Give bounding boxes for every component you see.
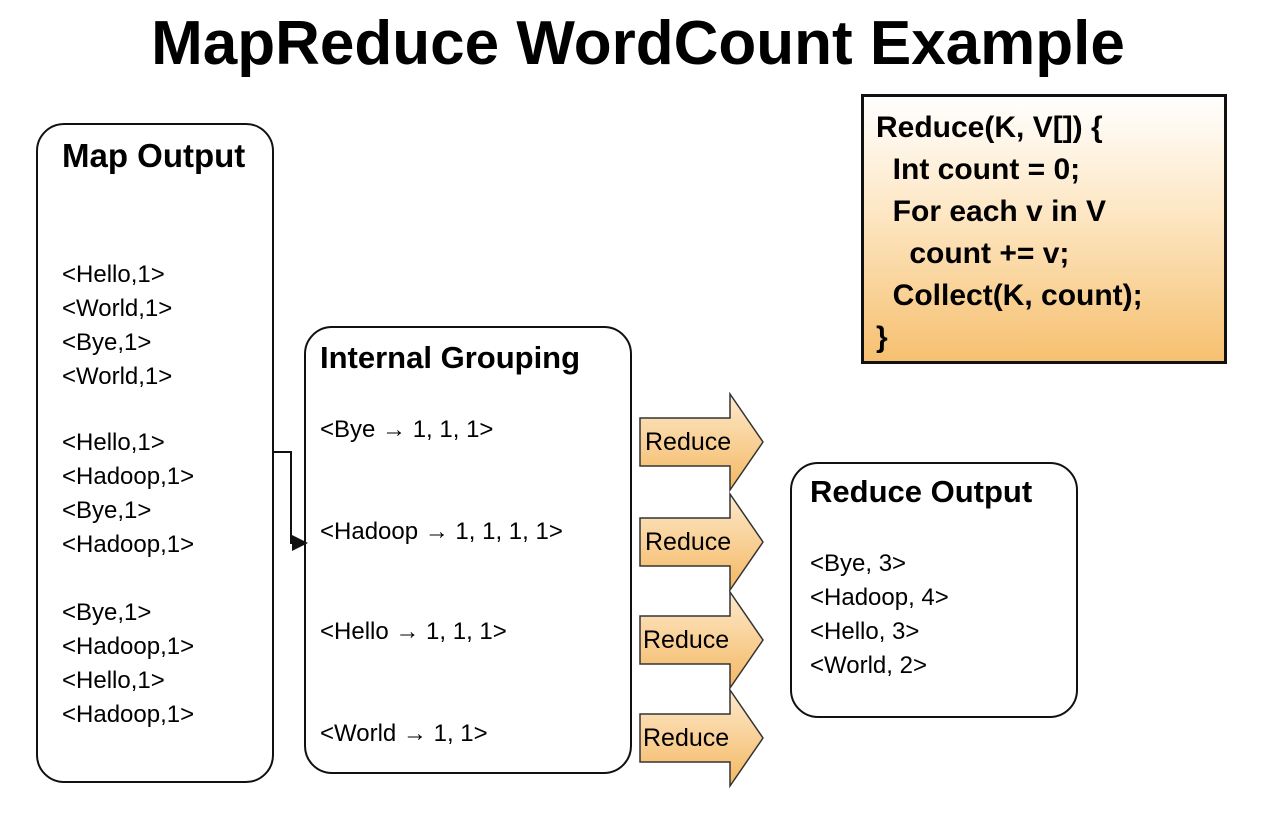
reduce-arrow-shape <box>639 687 764 789</box>
reduce-output-box: Reduce Output <Bye, 3> <Hadoop, 4> <Hell… <box>790 462 1078 718</box>
map-output-line: <Bye,1> <box>62 329 152 356</box>
map-output-line: <Bye,1> <box>62 599 152 626</box>
map-output-line: <Hadoop,1> <box>62 701 195 728</box>
map-output-line: <Hadoop,1> <box>62 463 195 490</box>
map-output-line: <Bye,1> <box>62 497 152 524</box>
reduce-arrow-shape <box>639 589 764 691</box>
map-output-title: Map Output <box>62 137 246 174</box>
internal-grouping-title: Internal Grouping <box>320 340 581 375</box>
map-output-line: <World,1> <box>62 363 173 390</box>
reduce-output-row: <Bye, 3> <box>810 550 907 577</box>
map-output-box: Map Output <Hello,1> <World,1> <Bye,1> <… <box>36 123 274 783</box>
reduce-arrow-label: Reduce <box>643 724 730 752</box>
reduce-output-title: Reduce Output <box>810 474 1033 509</box>
connector-arrow <box>274 451 308 551</box>
code-line: For each v in V <box>876 195 1107 228</box>
grouping-row: <Hadoop → 1, 1, 1, 1> <box>320 518 563 545</box>
reduce-output-row: <Hello, 3> <box>810 618 920 645</box>
page-title: MapReduce WordCount Example <box>151 9 1125 78</box>
code-line: } <box>876 321 888 354</box>
reduce-arrow-shape <box>639 391 764 493</box>
code-line: Int count = 0; <box>876 153 1081 186</box>
map-output-line: <Hello,1> <box>62 429 165 456</box>
reduce-arrow-label: Reduce <box>645 528 732 556</box>
code-line: Reduce(K, V[]) { <box>876 111 1103 144</box>
grouping-row: <Hello → 1, 1, 1> <box>320 618 507 645</box>
map-output-line: <Hadoop,1> <box>62 531 195 558</box>
map-output-line: <Hello,1> <box>62 667 165 694</box>
map-output-line: <World,1> <box>62 295 173 322</box>
reduce-arrow-shape <box>639 491 764 593</box>
map-output-line: <Hadoop,1> <box>62 633 195 660</box>
reduce-output-row: <World, 2> <box>810 652 927 679</box>
code-line: Collect(K, count); <box>876 279 1143 312</box>
grouping-row: <Bye → 1, 1, 1> <box>320 416 494 443</box>
grouping-row: <World → 1, 1> <box>320 720 488 747</box>
reduce-code-box: Reduce(K, V[]) { Int count = 0; For each… <box>861 94 1227 364</box>
reduce-arrow-label: Reduce <box>643 626 730 654</box>
reduce-output-row: <Hadoop, 4> <box>810 584 949 611</box>
reduce-arrow-label: Reduce <box>645 428 732 456</box>
code-line: count += v; <box>876 237 1070 270</box>
map-output-line: <Hello,1> <box>62 261 165 288</box>
